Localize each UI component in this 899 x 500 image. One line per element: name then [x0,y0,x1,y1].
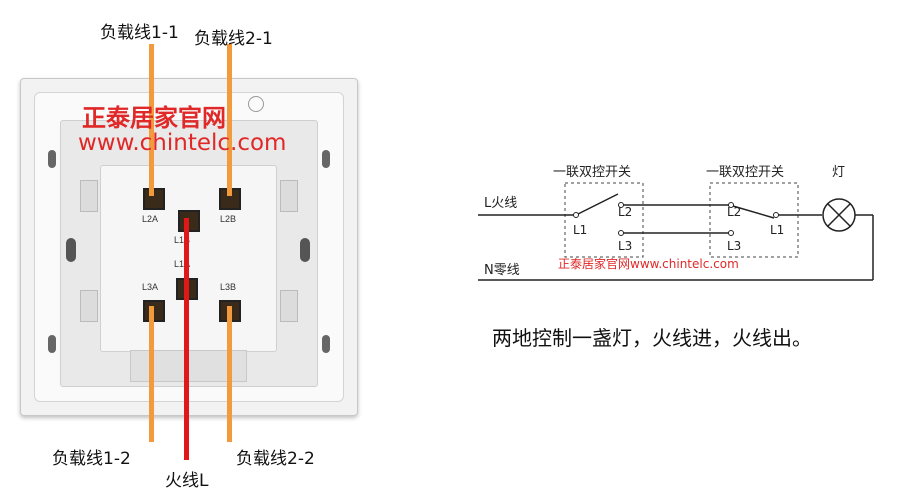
s1-L3-label: L3 [618,239,632,253]
terminal-label-L1B: L1B [174,235,191,245]
live-wire-L [184,218,189,460]
clip-left-bottom [80,290,98,322]
label-load-2-2: 负载线2-2 [236,449,315,469]
s1-L3-node [618,230,624,236]
s1-L1-label: L1 [573,223,587,237]
wiring-schematic: 一联双控开关 一联双控开关 灯 L火线 N零线 L1 L2 L3 L2 L3 L… [478,150,888,300]
live-label: L火线 [484,196,517,211]
label-load-1-1: 负载线1-1 [100,23,179,43]
clip-left-top [80,180,98,212]
load-wire-1-1 [149,44,154,196]
s1-blade [577,193,619,215]
s2-L2-node [728,202,734,208]
terminal-L2A [143,188,165,210]
clip-right-top [280,180,298,212]
terminal-label-L1A: L1A [174,259,191,269]
label-load-1-2: 负载线1-2 [52,449,131,469]
switch1-title: 一联双控开关 [553,165,631,180]
mount-slot-tr [322,150,330,168]
terminal-L1B [178,210,200,232]
s2-L3-node [728,230,734,236]
load-wire-2-2 [227,306,232,442]
schematic-svg: 一联双控开关 一联双控开关 灯 L火线 N零线 L1 L2 L3 L2 L3 L… [478,165,874,281]
s2-L2-label: L2 [727,205,741,219]
lamp-label: 灯 [832,165,845,180]
terminal-label-L3A: L3A [142,282,159,292]
s1-L1-node [573,212,579,218]
switch2-title: 一联双控开关 [706,165,784,180]
neutral-label: N零线 [484,263,520,278]
terminal-L3A [143,300,165,322]
schematic-watermark: 正泰居家官网www.chintelc.com [558,256,739,271]
s2-blade [732,205,775,219]
s2-L1-label: L1 [770,223,784,237]
watermark-url: www.chintelc.com [78,130,287,156]
terminal-label-L2A: L2A [142,214,159,224]
mount-slot-right [300,238,310,262]
s2-L1-node [773,212,779,218]
cert-mark-icon [248,96,264,112]
load-wire-1-2 [149,306,154,442]
switch2-box [709,182,799,258]
mount-slot-br [322,335,330,353]
label-load-2-1: 负载线2-1 [194,29,273,49]
watermark-name: 正泰居家官网 [82,104,226,132]
switch1-box [564,182,644,258]
terminal-label-L2B: L2B [220,214,237,224]
switch-photo: L2A L2B L1B L1A L3A L3B 负载线1-1 负载线2-1 负载… [0,0,420,500]
label-live-L: 火线L [165,471,209,491]
terminal-label-L3B: L3B [220,282,237,292]
caption: 两地控制一盏灯，火线进，火线出。 [492,326,812,350]
mount-slot-left [66,238,76,262]
mount-slot-tl [48,150,56,168]
mount-slot-bl [48,335,56,353]
s2-L3-label: L3 [727,239,741,253]
clip-right-bottom [280,290,298,322]
load-wire-2-1 [227,44,232,196]
s1-L2-label: L2 [618,205,632,219]
